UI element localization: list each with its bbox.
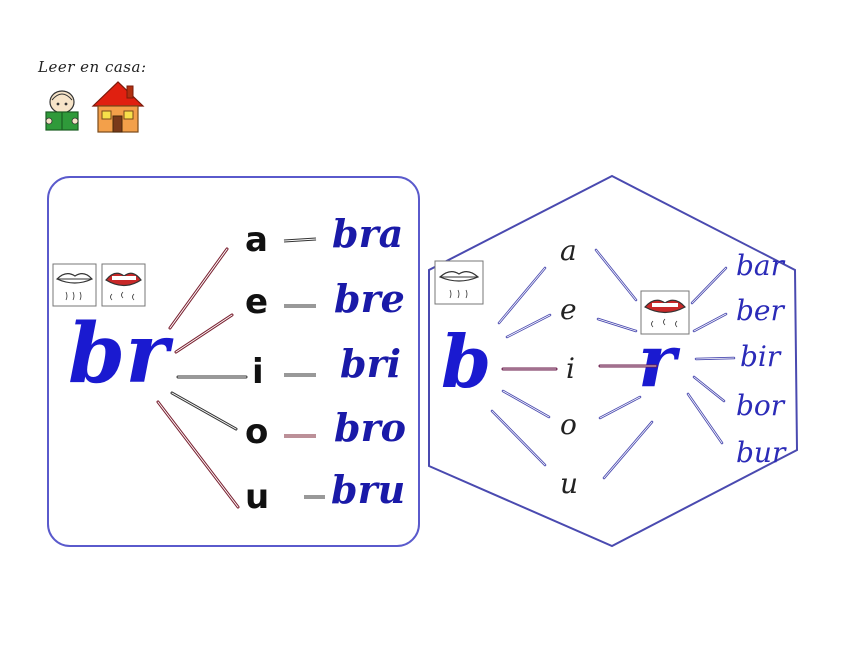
house-icon: [91, 81, 145, 133]
second-letter-r: r: [638, 318, 681, 403]
syllable-bru: bru: [331, 467, 405, 512]
vowel-a: a: [245, 220, 268, 260]
syllable-ber: ber: [736, 294, 785, 327]
syllable-bro: bro: [334, 405, 406, 450]
vowel-i: i: [252, 352, 264, 392]
closed-lips-icon: [434, 260, 484, 305]
syllable-bar: bar: [736, 249, 786, 282]
connector-lines-right-syllables: [686, 266, 736, 445]
dash-lines-left: [283, 237, 325, 499]
syllable-bra: bra: [332, 211, 403, 256]
vowel-u-right: u: [560, 467, 578, 500]
connector-lines-right-r: [594, 248, 658, 480]
syllable-bur: bur: [736, 436, 787, 469]
open-mouth-icon: [640, 290, 690, 335]
child-reading-icon: [45, 90, 79, 131]
first-letter-b: b: [441, 319, 491, 404]
vowel-a-right: a: [560, 234, 577, 267]
connector-lines-left: [156, 247, 248, 509]
consonant-cluster-letters: br: [68, 306, 174, 402]
syllable-bir: bir: [740, 340, 782, 373]
connector-lines-right-b: [490, 266, 558, 467]
vowel-o-right: o: [560, 408, 577, 441]
vowel-u: u: [245, 477, 269, 517]
vowel-e-right: e: [560, 293, 577, 326]
syllable-bor: bor: [736, 389, 786, 422]
panel-left: br a e i o u bra bre: [47, 176, 420, 547]
open-mouth-icon: [101, 263, 146, 307]
closed-lips-icon: [52, 263, 97, 307]
vowel-i-right: i: [566, 352, 575, 385]
panel-right: b r a e i o u: [428, 174, 799, 548]
header-title: Leer en casa:: [38, 58, 147, 76]
vowel-o: o: [245, 412, 268, 452]
syllable-bre: bre: [334, 276, 405, 321]
syllable-bri: bri: [340, 341, 401, 386]
vowel-e: e: [245, 282, 268, 322]
